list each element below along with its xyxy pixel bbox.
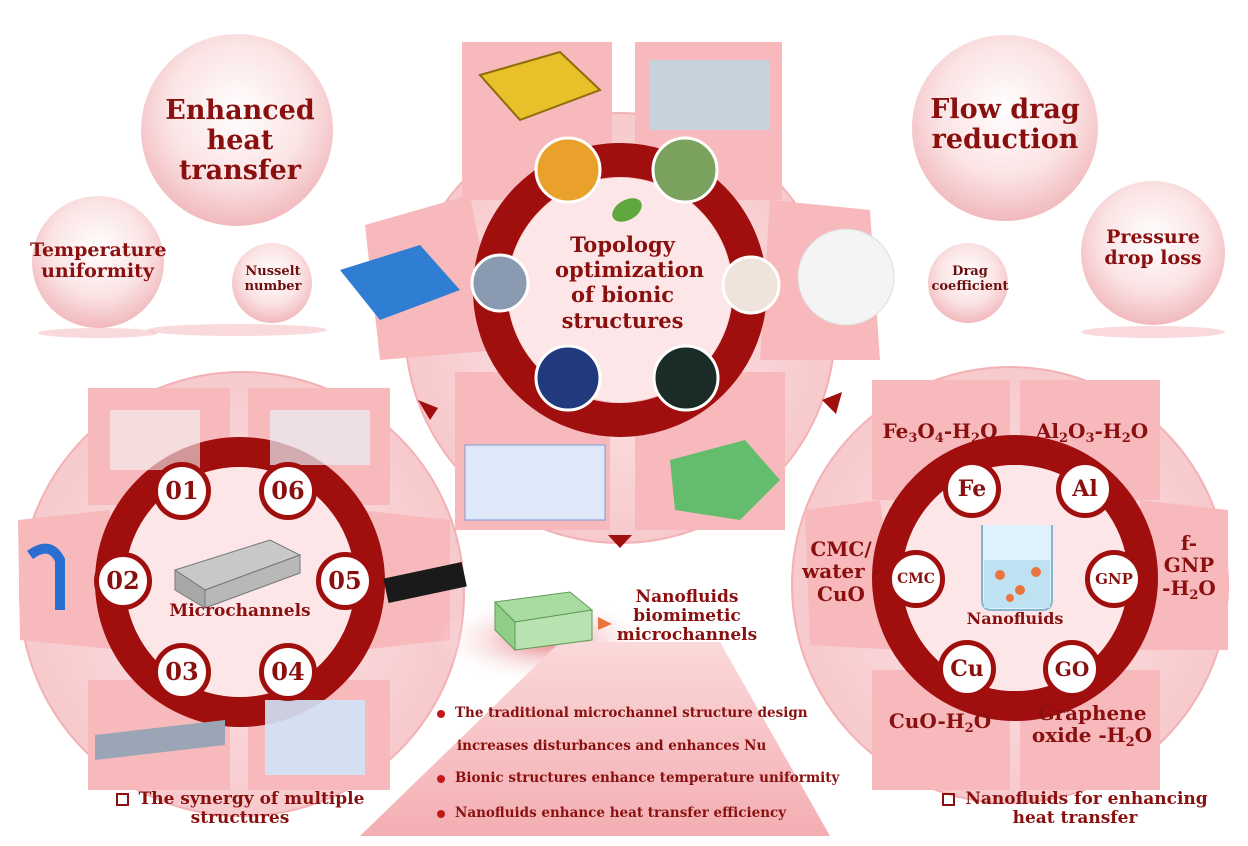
temperature-uniformity-label: Temperature uniformity	[30, 239, 167, 283]
number-03: 03	[153, 643, 211, 701]
box-icon	[173, 539, 302, 609]
badge-gnp: GNP	[1085, 550, 1143, 608]
topology-disc	[340, 42, 895, 548]
number-05: 05	[316, 552, 374, 610]
drag-coefficient-label: Drag coefficient	[931, 264, 1009, 294]
pressure-drop-loss-label: Pressure drop loss	[1104, 226, 1202, 270]
badge-go: GO	[1043, 640, 1101, 698]
nanofluids-caption: Nanofluids for enhancing heat transfer	[930, 789, 1220, 828]
leaf-icon	[612, 198, 642, 222]
f-gnp-h2o-label: f-GNP-H2O	[1162, 531, 1216, 603]
checkbox-square-icon	[942, 793, 956, 806]
arrow-icon	[418, 392, 842, 548]
number-01: 01	[153, 462, 211, 520]
bullet-1-cont: increases disturbances and enhances Nu	[457, 738, 767, 754]
nanofluids-center-label: Nanofluids	[966, 609, 1064, 628]
number-04: 04	[259, 643, 317, 701]
bullet-2: Bionic structures enhance temperature un…	[437, 770, 839, 786]
enhanced-heat-transfer-label: Enhanced heat transfer	[165, 95, 315, 187]
badge-al: Al	[1056, 460, 1114, 518]
nanofluids-biomimetic-title: Nanofluids biomimetic microchannels	[616, 587, 758, 646]
badge-cu: Cu	[938, 640, 996, 698]
flow-drag-reduction-label: Flow drag reduction	[930, 94, 1080, 156]
microchannels-disc	[18, 371, 467, 817]
checkbox-square-icon	[115, 793, 129, 806]
nanofluids-disc	[791, 366, 1229, 804]
fe3o4-h2o-label: Fe3O4-H2O	[882, 419, 998, 446]
box-icon	[493, 591, 594, 652]
badge-cmc: CMC	[887, 550, 945, 608]
badge-fe: Fe	[943, 460, 1001, 518]
number-06: 06	[259, 462, 317, 520]
cuo-h2o-label: CuO-H2O	[888, 709, 992, 736]
center-block	[360, 591, 830, 836]
topology-title: Topology optimization of bionic structur…	[555, 232, 705, 333]
cmc-water-cuo-label: CMC/water -CuO	[802, 537, 880, 606]
bubbles-right	[912, 35, 1225, 338]
microchannels-label: Microchannels	[169, 601, 311, 621]
synergy-caption: The synergy of multiple structures	[110, 789, 370, 828]
nusselt-number-label: Nusselt number	[244, 264, 302, 294]
number-02: 02	[94, 552, 152, 610]
bubbles-left	[32, 34, 333, 338]
bullet-1: The traditional microchannel structure d…	[437, 705, 808, 721]
al2o3-h2o-label: Al2O3-H2O	[1035, 419, 1149, 446]
beaker-icon	[981, 525, 1053, 611]
bullet-3: Nanofluids enhance heat transfer efficie…	[437, 805, 786, 821]
